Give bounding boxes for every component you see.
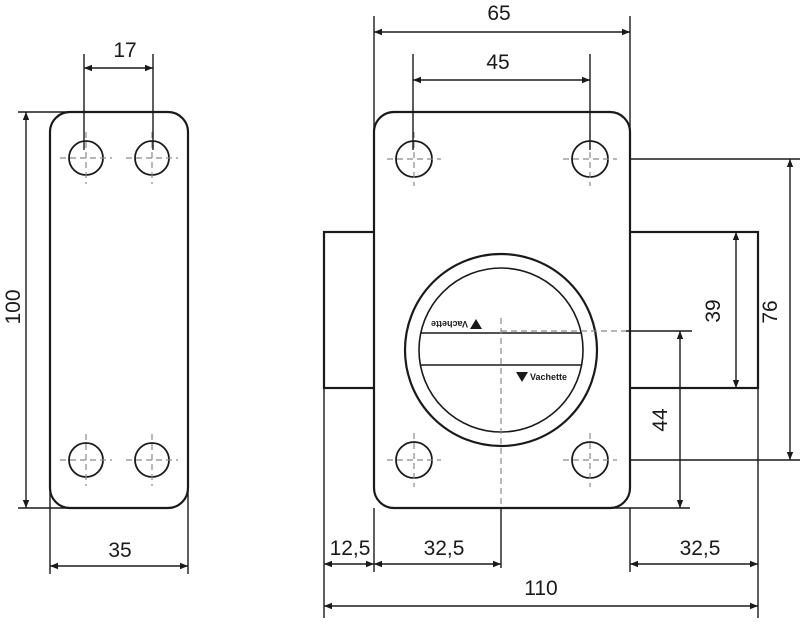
dim-label-32-5-right: 32,5 (680, 537, 721, 560)
brand-label-top: Vachette (431, 319, 468, 329)
keeper-hole-bottom-right (126, 434, 178, 486)
dim-label-65: 65 (487, 2, 510, 25)
lock-body-view: Vachette Vachette 65 45 (322, 2, 800, 618)
brand-mark-top: Vachette (431, 319, 482, 329)
dim-label-12-5: 12,5 (330, 537, 371, 560)
keeper-hole-bottom-left (60, 434, 112, 486)
dim-label-45: 45 (486, 51, 509, 74)
lock-bolt (624, 230, 760, 390)
keeper-hole-top-left (60, 132, 112, 184)
dimension-keeper-height: 100 (2, 111, 72, 509)
dimension-keeper-width: 35 (49, 490, 189, 574)
dim-label-76: 76 (759, 300, 782, 323)
dim-label-110: 110 (524, 577, 557, 600)
lock-main-plate (372, 110, 632, 510)
vachette-logo-icon (516, 372, 528, 382)
dim-label-17: 17 (113, 39, 136, 62)
dimension-axis-offset: 32,5 (374, 537, 501, 568)
dim-label-39: 39 (702, 299, 725, 322)
dim-label-35: 35 (108, 539, 131, 562)
lock-left-stub (322, 230, 378, 390)
dimension-overall-width: 110 (324, 577, 758, 610)
dimension-hole-spacing: 45 (412, 51, 591, 150)
dimension-overall-height: 76 (630, 158, 800, 461)
dimension-bolt-projection: 32,5 (629, 388, 759, 618)
lock-hole-bottom-left (387, 433, 441, 487)
dim-label-32-5-left: 32,5 (424, 537, 465, 560)
dimension-axis-height: 44 (610, 331, 690, 509)
dimension-bolt-height: 39 (702, 232, 740, 388)
brand-mark-bottom: Vachette (516, 372, 567, 382)
keeper-plate-outline (48, 110, 190, 510)
keeper-plate-view: 17 100 35 (2, 39, 190, 574)
lock-hole-top-left (387, 132, 441, 186)
dim-label-100: 100 (2, 289, 25, 324)
dimension-stub-offset: 12,5 (323, 388, 375, 618)
dimension-keeper-hole-spacing: 17 (83, 39, 154, 150)
dim-label-44: 44 (649, 408, 672, 432)
keeper-hole-top-right (126, 132, 178, 184)
dimension-plate-width: 65 (373, 2, 631, 130)
brand-label-bottom: Vachette (530, 372, 567, 382)
vachette-logo-icon (470, 319, 482, 329)
lock-hole-bottom-right (563, 433, 617, 487)
